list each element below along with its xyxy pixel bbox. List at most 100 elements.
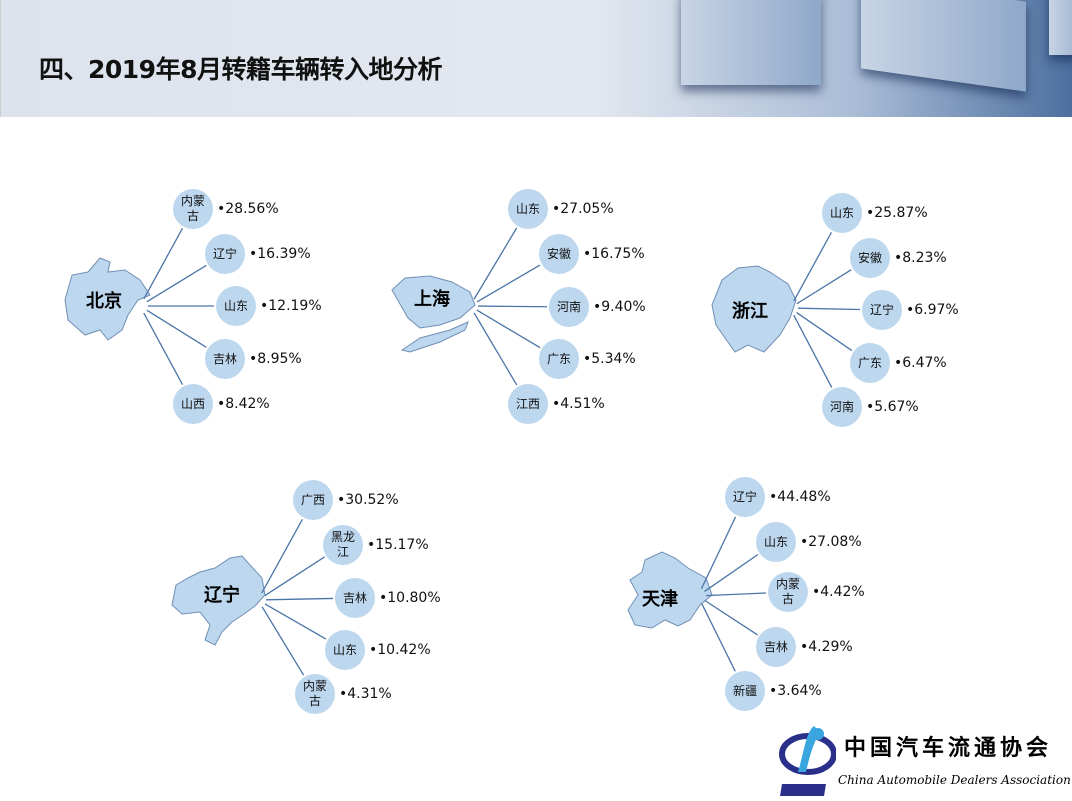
page-title: 四、2019年8月转籍车辆转入地分析 — [39, 55, 442, 84]
destination-name: 山西 — [180, 396, 205, 411]
destination-name: 山东 — [763, 534, 788, 549]
destination-name: 黑龙江 — [330, 530, 355, 559]
logo-english-name: China Automobile Dealers Association — [838, 773, 1071, 787]
connector-line — [793, 314, 833, 388]
destination-percentage: •10.80% — [379, 590, 441, 606]
connector-line — [796, 311, 853, 352]
logo-chinese-name: 中国汽车流通协会 — [844, 735, 1053, 761]
destination-circle: 辽宁 — [725, 477, 765, 517]
connector-line — [704, 599, 758, 636]
destination-circle: 广东 — [539, 339, 579, 379]
destination-percentage: •15.17% — [367, 537, 429, 553]
destination-name: 河南 — [829, 399, 854, 414]
destination-circle: 安徽 — [850, 238, 890, 278]
destination-name: 山东 — [515, 201, 540, 216]
destination-circle: 吉林 — [756, 627, 796, 667]
connector-line — [473, 227, 518, 300]
destination-circle: 吉林 — [335, 578, 375, 618]
destination-name: 内蒙古 — [302, 679, 327, 708]
destination-name: 广东 — [857, 355, 882, 370]
connector-line — [265, 597, 334, 601]
destination-circle: 内蒙古 — [768, 572, 808, 612]
destination-name: 辽宁 — [869, 302, 894, 317]
connector-line — [143, 312, 184, 385]
province-map-shape — [171, 555, 266, 646]
decor-cube — [681, 0, 821, 85]
destination-percentage: •44.48% — [769, 489, 831, 505]
destination-name: 广东 — [546, 351, 571, 366]
destination-percentage: •10.42% — [369, 642, 431, 658]
destination-percentage: •9.40% — [593, 299, 646, 315]
province-map-shape — [391, 275, 476, 353]
connector-line — [797, 307, 861, 311]
destination-circle: 广东 — [850, 343, 890, 383]
connector-line — [700, 516, 737, 590]
connector-line — [705, 592, 767, 597]
destination-circle: 辽宁 — [862, 290, 902, 330]
destination-percentage: •30.52% — [337, 492, 399, 508]
destination-circle: 山东 — [508, 189, 548, 229]
destination-percentage: •12.19% — [260, 298, 322, 314]
destination-name: 内蒙古 — [775, 577, 800, 606]
destination-percentage: •8.95% — [249, 351, 302, 367]
decor-cube — [1049, 0, 1072, 55]
province-label: 辽宁 — [204, 585, 240, 606]
destination-circle: 山东 — [216, 286, 256, 326]
destination-circle: 河南 — [549, 287, 589, 327]
destination-circle: 内蒙古 — [295, 674, 335, 714]
destination-percentage: •4.42% — [812, 584, 865, 600]
destination-circle: 山西 — [173, 384, 213, 424]
destination-circle: 辽宁 — [205, 234, 245, 274]
connector-line — [476, 309, 541, 349]
destination-name: 安徽 — [857, 250, 882, 265]
destination-circle: 吉林 — [205, 339, 245, 379]
destination-name: 山东 — [829, 205, 854, 220]
connector-line — [704, 553, 759, 592]
destination-percentage: •6.97% — [906, 302, 959, 318]
destination-percentage: •16.75% — [583, 246, 645, 262]
connector-line — [796, 269, 852, 305]
destination-name: 广西 — [300, 492, 325, 507]
connector-line — [261, 518, 303, 594]
header-banner: 四、2019年8月转籍车辆转入地分析 — [0, 0, 1072, 117]
destination-circle: 新疆 — [725, 671, 765, 711]
destination-percentage: •25.87% — [866, 205, 928, 221]
connector-line — [146, 309, 207, 348]
destination-percentage: •5.34% — [583, 351, 636, 367]
destination-percentage: •8.42% — [217, 396, 270, 412]
province-map-shape — [64, 257, 151, 341]
destination-name: 新疆 — [732, 683, 757, 698]
destination-percentage: •3.64% — [769, 683, 822, 699]
province-label: 浙江 — [732, 301, 768, 322]
destination-name: 河南 — [556, 299, 581, 314]
connector-line — [477, 305, 548, 308]
province-map-shape — [711, 265, 797, 353]
destination-circle: 河南 — [822, 387, 862, 427]
destination-percentage: •28.56% — [217, 201, 279, 217]
destination-circle: 江西 — [508, 384, 548, 424]
destination-circle: 山东 — [325, 630, 365, 670]
destination-name: 内蒙古 — [180, 194, 205, 223]
destination-circle: 广西 — [293, 480, 333, 520]
cada-logo: 中国汽车流通协会 China Automobile Dealers Associ… — [776, 722, 1072, 801]
destination-percentage: •16.39% — [249, 246, 311, 262]
destination-name: 吉林 — [763, 639, 788, 654]
destination-percentage: •27.08% — [800, 534, 862, 550]
connector-line — [473, 312, 518, 386]
connector-line — [793, 231, 833, 302]
destination-name: 辽宁 — [212, 246, 237, 261]
destination-circle: 安徽 — [539, 234, 579, 274]
destination-name: 吉林 — [342, 590, 367, 605]
connector-line — [261, 606, 305, 676]
connector-line — [146, 264, 207, 303]
destination-name: 山东 — [223, 298, 248, 313]
destination-percentage: •27.05% — [552, 201, 614, 217]
province-label: 北京 — [86, 291, 122, 312]
destination-name: 山东 — [332, 642, 357, 657]
destination-name: 安徽 — [546, 246, 571, 261]
destination-percentage: •4.51% — [552, 396, 605, 412]
destination-name: 吉林 — [212, 351, 237, 366]
connector-line — [700, 602, 736, 672]
destination-name: 辽宁 — [732, 489, 757, 504]
